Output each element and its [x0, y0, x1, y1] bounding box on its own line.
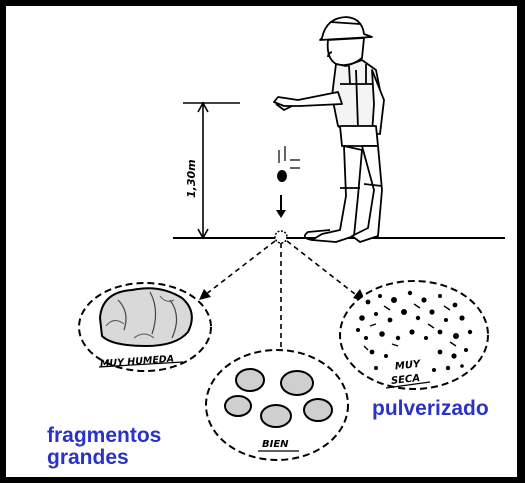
height-label: 1,30m [185, 159, 198, 198]
arrow-head-left [199, 289, 211, 300]
connector-arrows [205, 241, 360, 355]
annotation-pulverizado: pulverizado [372, 398, 489, 420]
sample-muy-humeda: MUY HUMEDA [79, 283, 211, 371]
drop-arrow [276, 195, 286, 218]
annotation-fragmentos: fragmentos [47, 425, 161, 447]
impact-point [275, 231, 287, 243]
person-figure [274, 17, 384, 242]
annotation-grandes: grandes [47, 447, 129, 469]
sample-label-bien: BIEN [262, 439, 289, 450]
sample-bien: BIEN [206, 350, 348, 460]
falling-soil-ball [277, 146, 300, 182]
sample-muy-seca: MUY SECA [340, 281, 488, 389]
